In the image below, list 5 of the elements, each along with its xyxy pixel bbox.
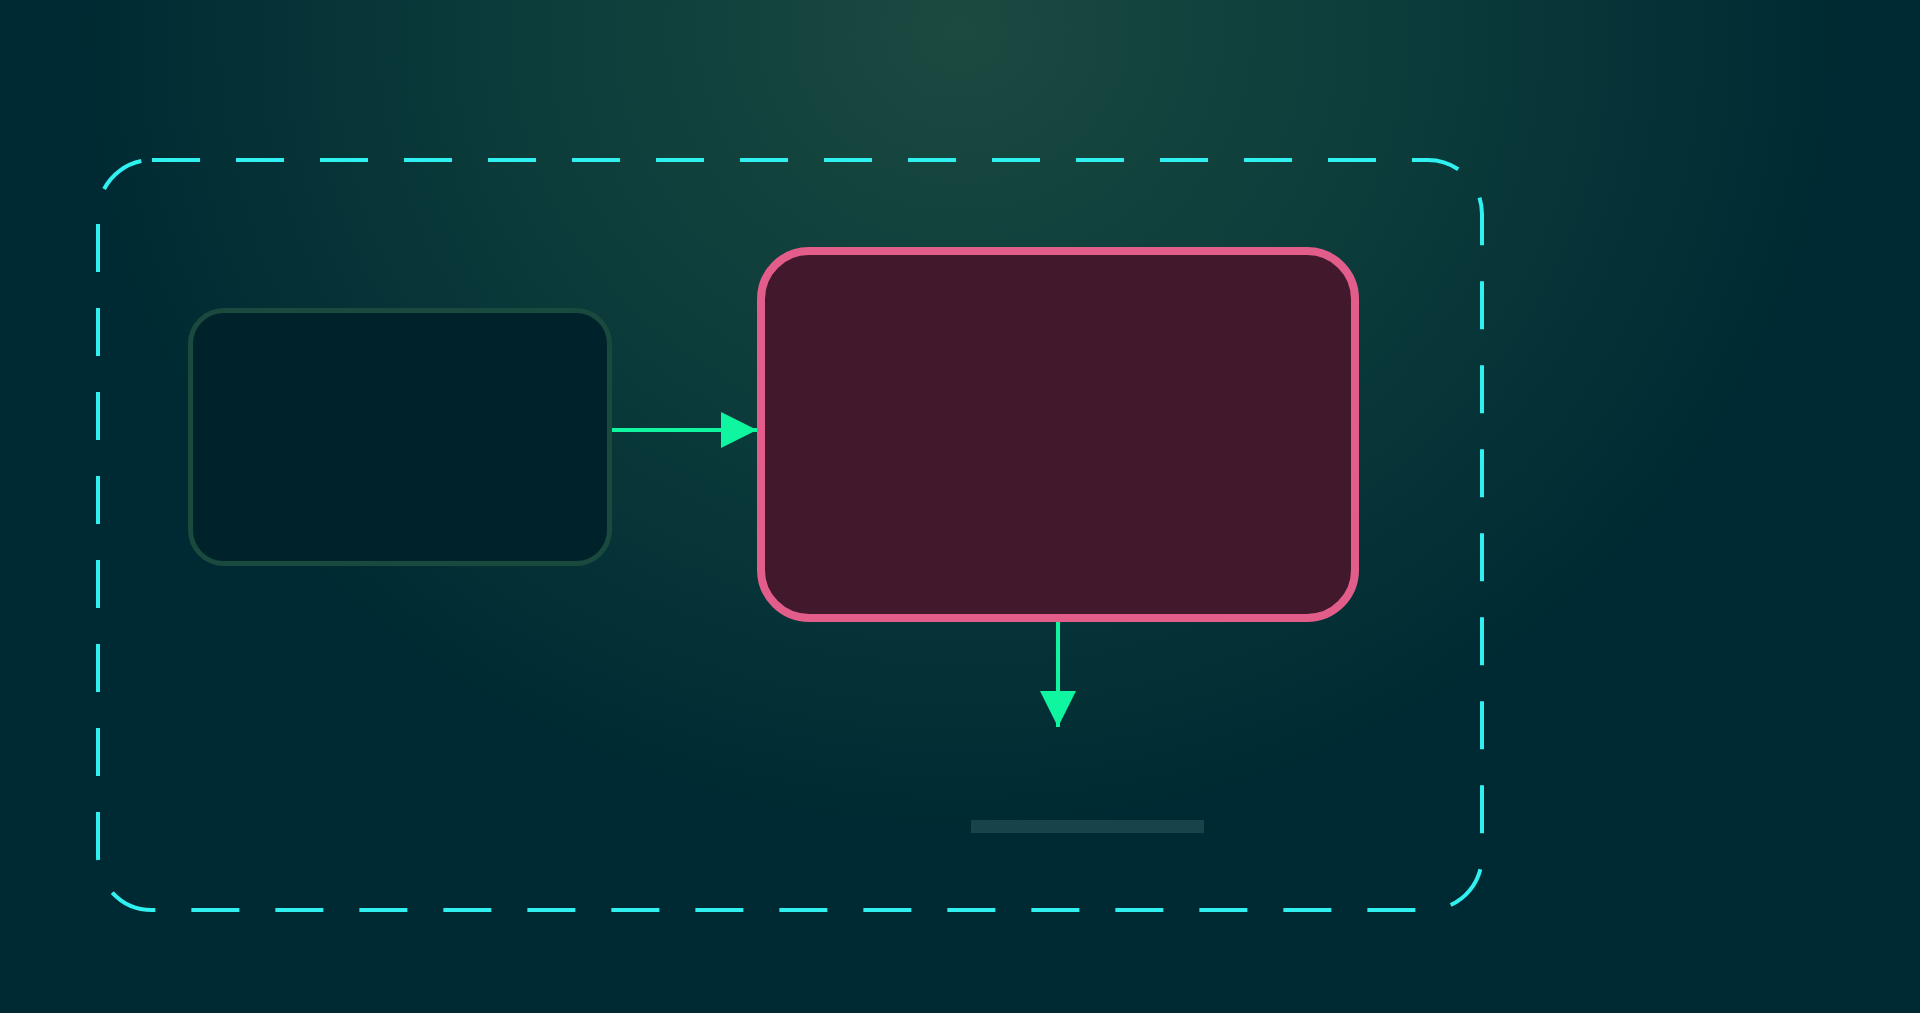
dashed-container xyxy=(96,158,1484,912)
arrow xyxy=(1040,622,1076,727)
process-box xyxy=(188,308,612,566)
arrow xyxy=(612,412,757,448)
process-box xyxy=(757,247,1359,622)
